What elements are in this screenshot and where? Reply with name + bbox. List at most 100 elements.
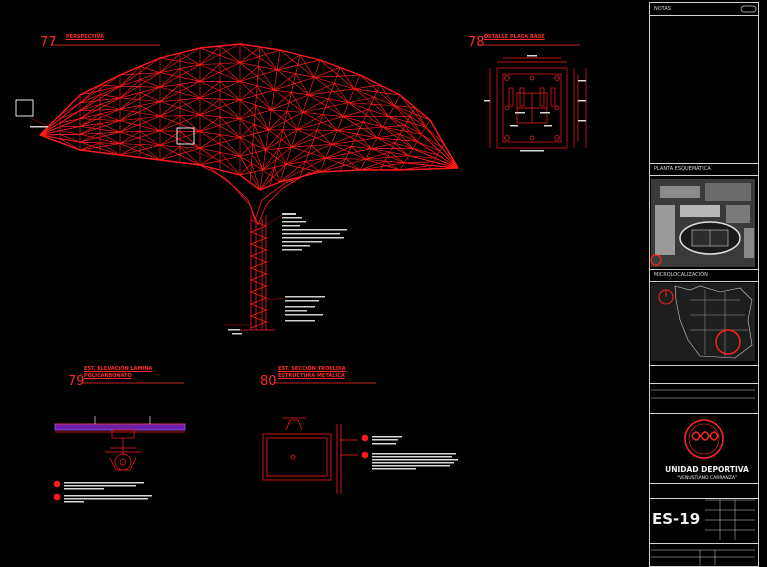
- frame-member: [159, 145, 201, 149]
- frame-member: [179, 84, 201, 99]
- frame-member: [371, 142, 396, 149]
- frame-member: [199, 63, 221, 82]
- frame-member: [345, 146, 352, 159]
- frame-member: [59, 110, 81, 120]
- frame-member: [368, 109, 384, 128]
- frame-member: [59, 102, 81, 116]
- frame-member: [179, 115, 201, 132]
- frame-member: [437, 154, 459, 169]
- frame-member: [432, 158, 436, 163]
- frame-member: [359, 159, 367, 171]
- frame-member: [39, 122, 61, 136]
- frame-member: [377, 133, 401, 139]
- frame-member: [252, 143, 264, 171]
- frame-member: [159, 81, 201, 88]
- frame-member: [239, 66, 259, 82]
- frame-member: [271, 109, 298, 130]
- frame-member: [239, 124, 255, 138]
- column-annotations: [29, 117, 286, 326]
- frame-member: [159, 99, 181, 117]
- frame-member: [421, 126, 427, 135]
- frame-member: [302, 94, 309, 113]
- divider: [650, 269, 758, 270]
- frame-member: [430, 161, 434, 166]
- elevation-note-text: [64, 482, 152, 503]
- frame-member: [371, 137, 378, 149]
- frame-member: [265, 129, 269, 151]
- frame-member: [291, 129, 298, 148]
- frame-member: [271, 94, 309, 111]
- base-plate-dim-text: [484, 55, 586, 152]
- frame-member: [79, 132, 101, 143]
- frame-member: [348, 102, 389, 117]
- frame-member: [265, 129, 284, 151]
- microlocation-map: [651, 283, 755, 361]
- frame-member: [159, 68, 181, 88]
- frame-member: [339, 158, 347, 172]
- frame-member: [59, 118, 81, 124]
- frame-member: [394, 105, 416, 108]
- frame-member: [356, 121, 364, 135]
- frame-member: [239, 49, 281, 64]
- frame-member: [265, 149, 286, 165]
- frame-member: [219, 45, 241, 63]
- divider: [650, 543, 758, 544]
- frame-member: [277, 59, 321, 71]
- frame-member: [282, 111, 288, 130]
- frame-member: [139, 118, 161, 132]
- frame-member: [79, 149, 121, 156]
- frame-member: [379, 84, 395, 106]
- frame-member: [268, 129, 292, 148]
- frame-member: [384, 160, 401, 171]
- frame-member: [389, 143, 396, 153]
- frame-member: [325, 146, 352, 159]
- frame-member: [348, 88, 355, 103]
- frame-member: [409, 116, 422, 135]
- frame-member: [388, 105, 395, 117]
- frame-member: [199, 81, 221, 99]
- frame-member: [273, 69, 278, 91]
- frame-member: [59, 134, 81, 143]
- frame-member: [199, 134, 221, 149]
- frame-member: [274, 77, 315, 91]
- frame-member: [389, 151, 405, 164]
- view-78-title: DETALLE PLACA BASE: [484, 34, 545, 40]
- frame-member: [39, 114, 61, 136]
- frame-member: [368, 97, 375, 110]
- frame-member: [251, 143, 254, 164]
- frame-member: [99, 94, 121, 99]
- frame-member: [271, 92, 292, 111]
- frame-member: [278, 129, 284, 149]
- frame-member: [359, 160, 386, 171]
- frame-member: [351, 133, 358, 147]
- frame-member: [119, 105, 141, 121]
- sheet-code: ES-19: [652, 510, 701, 528]
- frame-member: [331, 133, 358, 145]
- frame-member: [268, 110, 288, 131]
- frame-member: [285, 145, 312, 165]
- frame-member: [239, 174, 261, 191]
- frame-member: [331, 137, 378, 145]
- frame-member: [282, 129, 292, 148]
- frame-member: [302, 98, 329, 113]
- frame-member: [199, 62, 241, 66]
- frame-member: [356, 133, 372, 149]
- polycarbonate-elevation: [53, 416, 186, 501]
- frame-member: [139, 92, 161, 103]
- frame-member: [322, 114, 338, 131]
- frame-member: [262, 148, 279, 171]
- frame-member: [297, 129, 338, 131]
- frame-member: [239, 109, 272, 120]
- frame-member: [259, 169, 264, 191]
- frame-member: [119, 154, 161, 161]
- frame-member: [373, 84, 381, 98]
- frame-member: [404, 161, 434, 164]
- frame-member: [379, 160, 386, 171]
- frame-member: [268, 111, 304, 131]
- view-78-number: 78: [468, 35, 485, 50]
- frame-member: [331, 130, 338, 145]
- divider: [650, 413, 758, 414]
- frame-member: [39, 134, 81, 151]
- title-block-graphics: [650, 5, 757, 565]
